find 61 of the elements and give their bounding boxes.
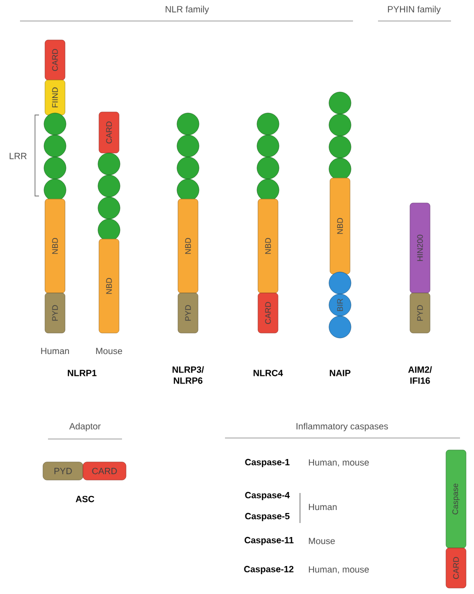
domain-segment: NBD <box>178 198 198 294</box>
domain-segment: CARD <box>98 112 120 154</box>
domain-segment: PYD <box>410 292 430 334</box>
domain-segment: CARD <box>446 548 466 588</box>
repeat-circle <box>44 178 66 202</box>
repeat-circle <box>328 136 352 158</box>
protein-name: NAIP <box>330 370 350 376</box>
caspase-name: Caspase-1 <box>245 458 290 468</box>
repeat-circle <box>328 158 352 180</box>
domain-segment: PYD <box>44 292 66 334</box>
repeat-circle <box>44 156 66 180</box>
repeat-circle <box>256 156 280 180</box>
domain-segment: PYD <box>178 292 198 334</box>
section-heading: Inflammatory caspases <box>296 422 388 432</box>
repeat-circle <box>328 272 352 294</box>
repeat-circle <box>176 156 200 180</box>
domain-segment: HIN200 <box>410 202 430 294</box>
domain-segment: NBD <box>44 198 66 294</box>
species-label: Human, mouse <box>308 566 369 574</box>
species-label: Human <box>41 348 69 354</box>
protein-name: AIM2/ IFI16 <box>408 366 432 384</box>
domain-segment: NBD <box>258 198 278 294</box>
protein-name: ASC <box>76 496 94 502</box>
species-label: Mouse <box>96 348 122 354</box>
domain-segment: CARD <box>82 462 126 480</box>
caspase-name: Caspase-5 <box>245 512 290 522</box>
region-label: LRR <box>10 152 27 160</box>
species-label: Human, mouse <box>308 459 369 467</box>
repeat-circle <box>98 174 120 198</box>
repeat-circle <box>176 134 200 158</box>
repeat-circle <box>98 196 120 220</box>
domain-segment: Caspase <box>446 450 466 548</box>
protein-name: NLRC4 <box>254 370 283 376</box>
repeat-circle <box>328 92 352 114</box>
protein-name: NLRP3/ NLRP6 <box>172 366 204 384</box>
species-label: Human <box>308 504 337 510</box>
repeat-circle <box>256 112 280 136</box>
domain-segment: PYD <box>42 462 84 480</box>
species-label: Mouse <box>308 538 335 544</box>
domain-segment: FIIND <box>44 80 66 116</box>
caspase-name: Caspase-12 <box>244 566 294 574</box>
repeat-circle <box>98 152 120 176</box>
domain-segment: NBD <box>330 178 350 274</box>
caspase-name: Caspase-11 <box>244 536 294 546</box>
repeat-circle <box>98 218 120 242</box>
repeat-circle <box>176 112 200 136</box>
domain-segment: CARD <box>258 292 278 334</box>
family-heading: NLR family <box>166 6 209 14</box>
domain-segment: CARD <box>44 40 66 80</box>
repeat-circle <box>256 178 280 202</box>
family-heading: PYHIN family <box>388 6 441 14</box>
repeat-circle <box>328 316 352 338</box>
repeat-circle <box>328 114 352 136</box>
caspase-name: Caspase-4 <box>245 492 290 500</box>
repeat-circle <box>256 134 280 158</box>
section-heading: Adaptor <box>69 422 101 432</box>
repeat-circle <box>176 178 200 202</box>
repeat-circle <box>44 112 66 136</box>
repeat-circle <box>44 134 66 158</box>
domain-segment: NBD <box>98 238 120 334</box>
protein-name: NLRP1 <box>68 370 96 376</box>
